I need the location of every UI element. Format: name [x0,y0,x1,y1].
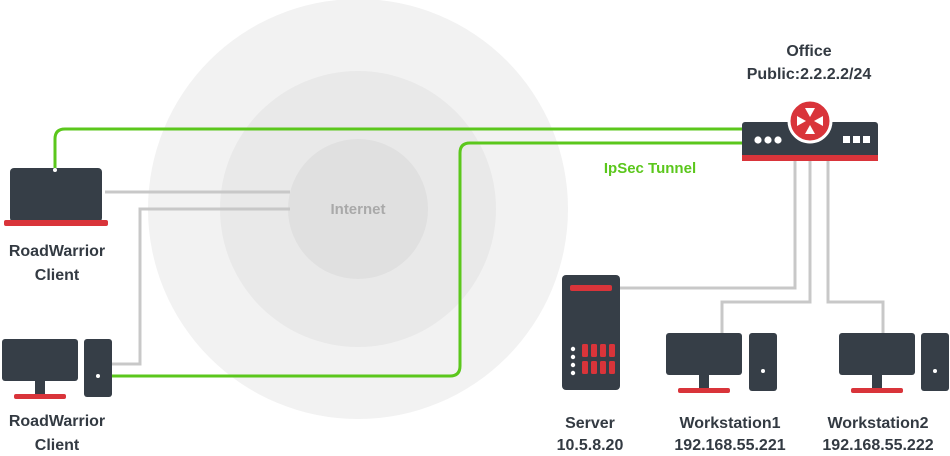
workstation2-monitor [839,333,915,375]
laptop-label-line1: RoadWarrior [9,243,105,260]
server-top-slot [570,285,612,291]
server-lan-link [620,160,797,290]
workstation2 [839,333,949,393]
workstation2-tower-led [933,369,937,373]
roadwarrior-desktop [2,339,112,399]
workstation1-name: Workstation1 [679,415,780,432]
office-title: Office [786,43,831,60]
workstation1-monitor [666,333,742,375]
workstation2-lan-link [826,160,885,333]
workstation2-tower [921,333,949,391]
workstation2-monitor-base [851,388,903,393]
workstation1 [666,333,777,393]
office-router [742,98,878,161]
router-led [764,136,772,144]
desktop-internet-link [112,207,290,366]
workstation1-monitor-stand [699,374,709,388]
server-led [570,354,576,360]
office-public-ip: Public:2.2.2.2/24 [747,66,872,83]
server-name: Server [565,415,615,432]
ipsec-tunnel-lines [53,127,742,378]
server-led [570,362,576,368]
internet-cloud: Internet [148,0,568,419]
laptop-tunnel-line [53,127,742,168]
router-port [843,136,850,143]
client-links [105,190,290,366]
desktop-label-line1: RoadWarrior [9,413,105,430]
lan-links [620,160,885,333]
desktop-tunnel-line [112,141,742,378]
laptop-base [4,220,108,226]
router-led [774,136,782,144]
workstation2-name: Workstation2 [827,415,928,432]
server-body [562,275,620,390]
ipsec-tunnel-label: IpSec Tunnel [604,160,696,177]
roadwarrior-laptop [4,168,108,226]
internet-inner-ring [288,139,428,279]
router-port [863,136,870,143]
desktop-label-line2: Client [35,437,80,454]
server-drive-bays [582,344,615,374]
laptop-screen [10,168,102,222]
server [562,275,620,390]
internet-label: Internet [330,201,385,218]
router-accent-bar [742,155,878,161]
server-led [570,370,576,376]
desktop-monitor [2,339,78,381]
desktop-monitor-stand [35,380,45,394]
server-ip: 10.5.8.20 [557,437,624,454]
laptop-camera [53,168,57,172]
workstation2-ip: 192.168.55.222 [822,437,933,454]
desktop-tower [84,339,112,397]
workstation1-tower-led [761,369,765,373]
router-icon [787,98,833,144]
workstation1-tower [749,333,777,391]
workstation1-ip: 192.168.55.221 [674,437,785,454]
workstation1-lan-link [720,160,812,333]
workstation2-monitor-stand [872,374,882,388]
router-port [853,136,860,143]
workstation1-monitor-base [678,388,730,393]
server-led [570,346,576,352]
desktop-monitor-base [14,394,66,399]
router-arrows-icon [797,108,823,134]
desktop-tower-led [96,374,100,378]
router-led [754,136,762,144]
laptop-label-line2: Client [35,267,80,284]
